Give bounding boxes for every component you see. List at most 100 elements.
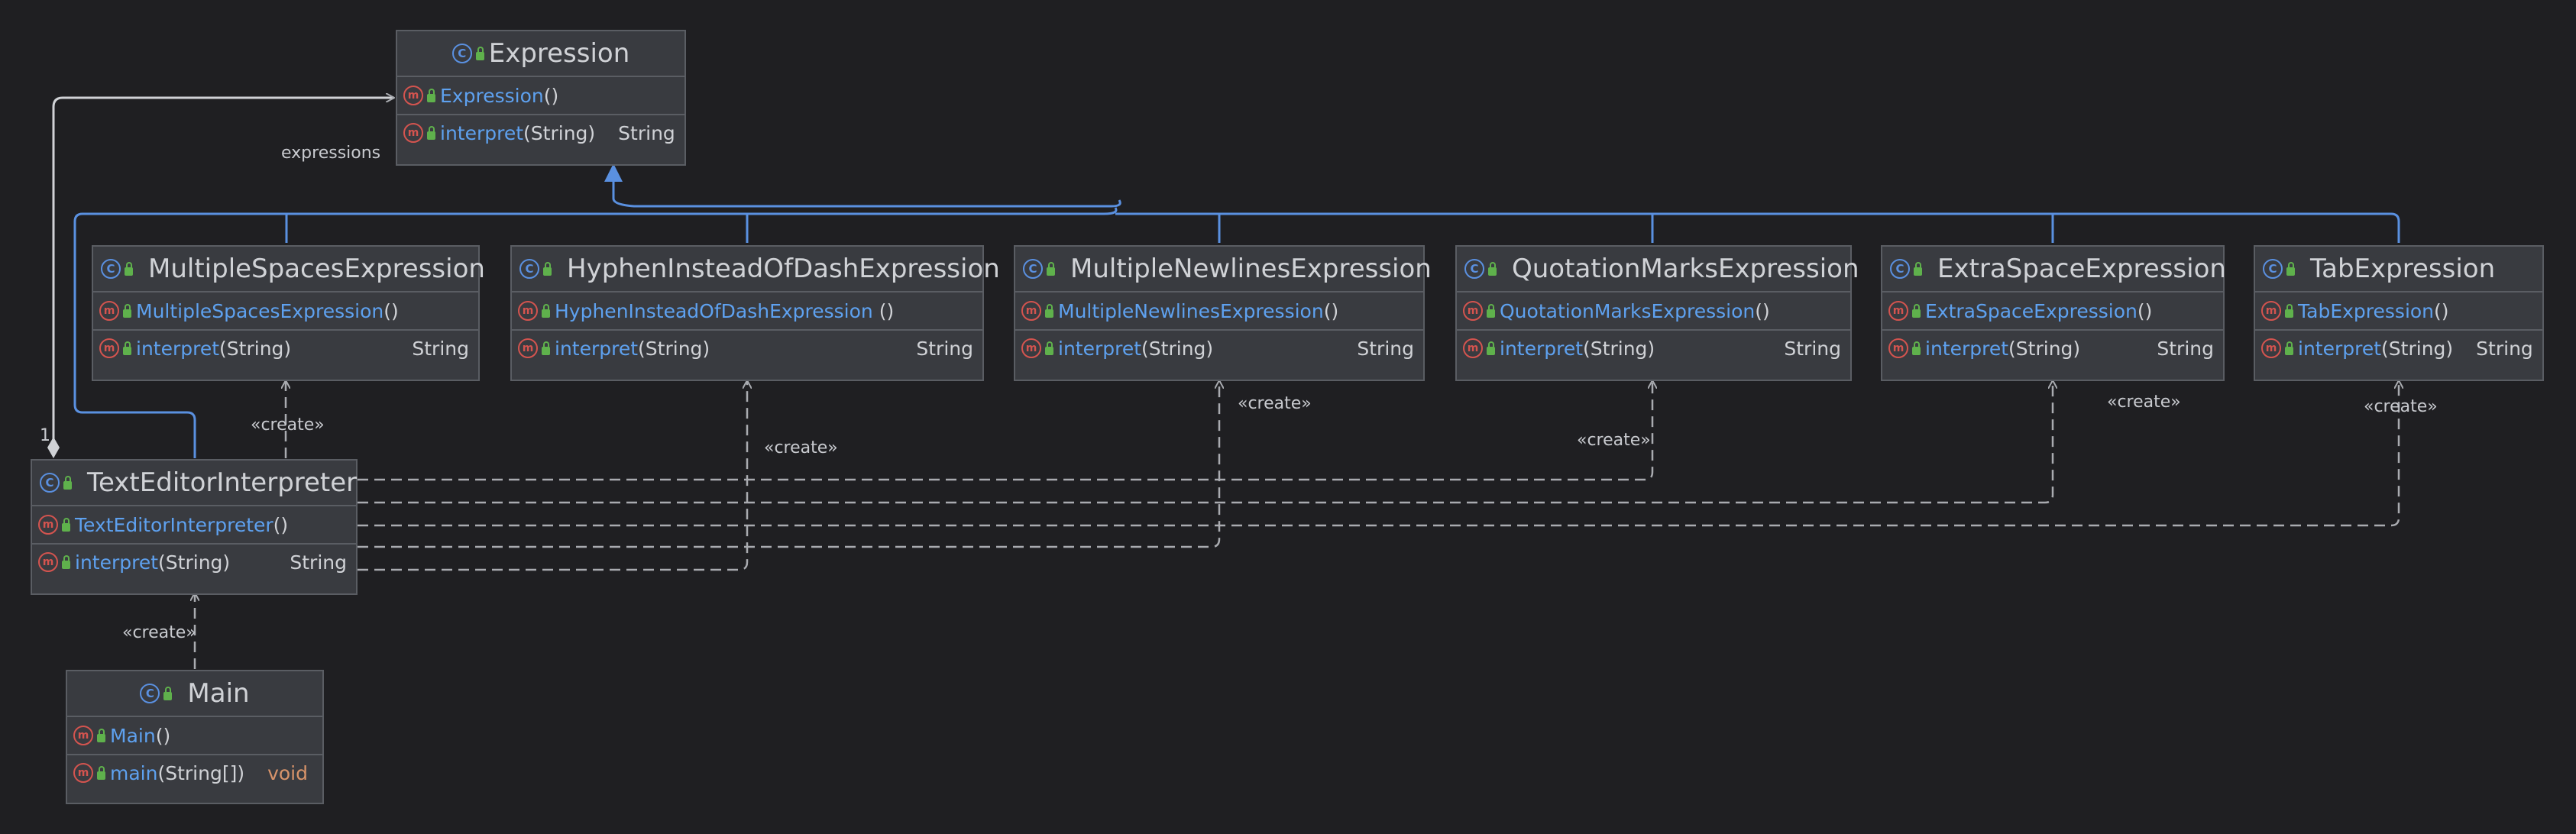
method-name: interpret [555,337,639,360]
class-c-icon: C [140,684,160,703]
method-m-icon: m [403,86,423,105]
create-label-text-editor-interpreter: «create» [122,623,196,642]
public-lock-icon [62,554,70,569]
method-name: main [110,761,158,784]
public-lock-icon [97,728,105,742]
public-lock-icon [163,686,173,700]
public-lock-icon [1912,303,1921,318]
method-params: (String) [1141,337,1214,360]
constructor-name: HyphenInsteadOfDashExpression [555,299,873,322]
method-return-type: String [618,121,675,144]
method-m-icon: m [1888,338,1908,358]
public-lock-icon [1045,303,1053,318]
class-name: MultipleNewlinesExpression [1070,254,1432,284]
constructor-params: () [2137,299,2153,322]
method-name: interpret [1500,337,1584,360]
class-tab-expression[interactable]: C TabExpression m TabExpression () m int… [2254,245,2544,381]
class-header: C HyphenInsteadOfDashExpression [512,247,1000,293]
class-name: MultipleSpacesExpression [148,254,485,284]
method-m-icon: m [518,338,538,358]
class-hyphen-instead-of-dash-expression[interactable]: C HyphenInsteadOfDashExpression m Hyphen… [510,245,1000,381]
public-lock-icon [427,88,435,102]
public-lock-icon [427,125,435,140]
class-expression[interactable]: C Expression m Expression () m interpret… [396,30,686,166]
constructor-params: () [155,724,171,747]
method-params: (String) [2381,337,2454,360]
class-quotation-marks-expression[interactable]: C QuotationMarksExpression m QuotationMa… [1455,245,1859,381]
create-label-tab: «create» [2364,397,2438,416]
method-row[interactable]: m interpret (String) String [2255,329,2542,366]
method-row[interactable]: m interpret (String) String [1457,329,1850,366]
method-params: (String) [638,337,710,360]
method-row[interactable]: m main (String[]) void [67,754,322,790]
public-lock-icon [123,303,131,318]
method-name: interpret [1058,337,1142,360]
class-extra-space-expression[interactable]: C ExtraSpaceExpression m ExtraSpaceExpre… [1881,245,2226,381]
class-header: C QuotationMarksExpression [1457,247,1859,293]
constructor-name: TextEditorInterpreter [75,513,273,536]
class-text-editor-interpreter[interactable]: C TextEditorInterpreter m TextEditorInte… [31,459,358,595]
method-return-type: String [290,551,347,574]
method-row[interactable]: m interpret (String) String [512,329,982,366]
constructor-row[interactable]: m QuotationMarksExpression () [1457,293,1850,329]
class-c-icon: C [519,259,539,279]
constructor-params: () [1755,299,1770,322]
method-row[interactable]: m interpret (String) String [32,543,356,580]
public-lock-icon [2286,261,2295,276]
constructor-params: () [383,299,399,322]
method-row[interactable]: m interpret (String) String [1882,329,2223,366]
create-label-hyphen: «create» [764,438,838,457]
class-name: TabExpression [2310,254,2496,284]
method-m-icon: m [99,338,119,358]
method-row[interactable]: m interpret (String) String [1015,329,1423,366]
constructor-params: () [872,299,895,322]
method-params: (String) [1583,337,1655,360]
constructor-row[interactable]: m Main () [67,717,322,754]
aggregation-role-label: expressions [281,144,381,163]
constructor-name: MultipleNewlinesExpression [1058,299,1324,322]
method-m-icon: m [518,301,538,321]
constructor-row[interactable]: m TextEditorInterpreter () [32,506,356,543]
public-lock-icon [1488,261,1497,276]
method-params: (String) [219,337,292,360]
constructor-row[interactable]: m TabExpression () [2255,293,2542,329]
method-return-type: void [267,761,308,784]
class-header: C TabExpression [2255,247,2542,293]
method-params: (String) [158,551,231,574]
class-c-icon: C [1023,259,1043,279]
class-name: QuotationMarksExpression [1512,254,1859,284]
class-header: C MultipleSpacesExpression [93,247,485,293]
public-lock-icon [63,475,72,490]
public-lock-icon [1912,341,1921,355]
method-m-icon: m [38,552,58,572]
constructor-name: Expression [440,84,544,107]
create-dependency-edges [195,380,2399,669]
inheritance-arrowhead [604,163,623,182]
public-lock-icon [1045,341,1053,355]
class-header: C ExtraSpaceExpression [1882,247,2226,293]
method-m-icon: m [403,123,423,143]
public-lock-icon [62,517,70,532]
constructor-row[interactable]: m Expression () [397,77,684,114]
public-lock-icon [475,46,484,60]
method-name: interpret [136,337,220,360]
class-header: C Expression [397,31,684,77]
class-multiple-spaces-expression[interactable]: C MultipleSpacesExpression m MultipleSpa… [92,245,485,381]
inheritance-edges [73,182,2400,458]
constructor-name: QuotationMarksExpression [1500,299,1756,322]
class-name: HyphenInsteadOfDashExpression [567,254,1000,284]
constructor-row[interactable]: m MultipleSpacesExpression () [93,293,478,329]
constructor-row[interactable]: m MultipleNewlinesExpression () [1015,293,1423,329]
class-main[interactable]: C Main m Main () m main (String[]) void [66,670,324,804]
class-name: Main [187,678,250,709]
class-multiple-newlines-expression[interactable]: C MultipleNewlinesExpression m MultipleN… [1014,245,1432,381]
public-lock-icon [542,341,550,355]
class-header: C TextEditorInterpreter [32,461,357,506]
constructor-row[interactable]: m ExtraSpaceExpression () [1882,293,2223,329]
constructor-row[interactable]: m HyphenInsteadOfDashExpression () [512,293,982,329]
method-row[interactable]: m interpret (String) String [397,114,684,150]
method-name: interpret [2298,337,2382,360]
method-row[interactable]: m interpret (String) String [93,329,478,366]
method-return-type: String [2476,337,2533,360]
class-header: C Main [67,671,322,717]
